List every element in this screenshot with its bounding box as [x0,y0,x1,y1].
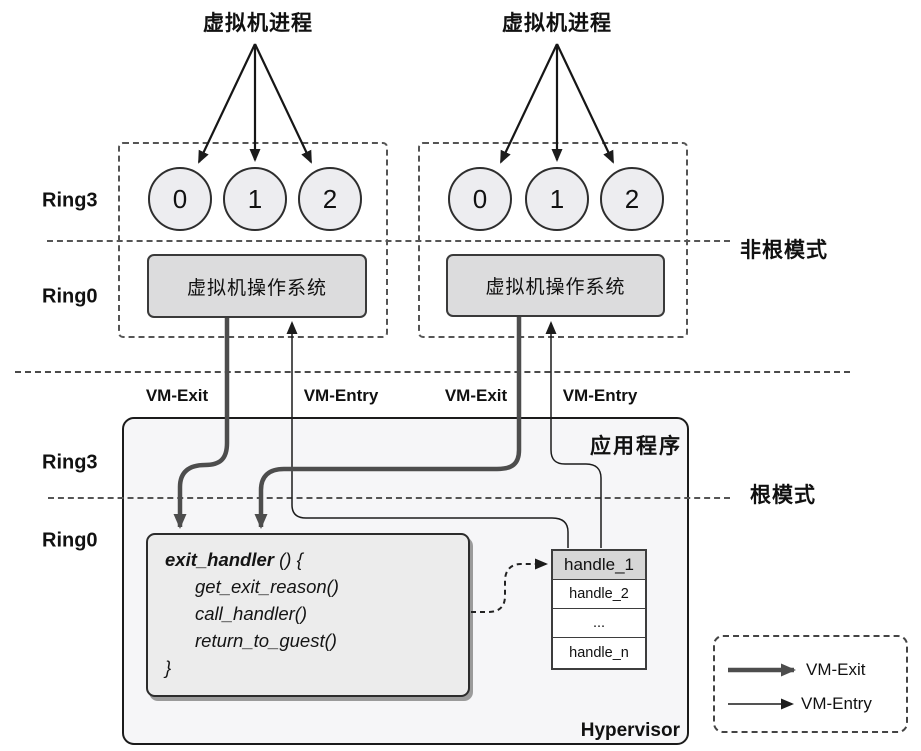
ring3-label-top: Ring3 [42,189,98,212]
mode-boundary-separator [15,371,850,373]
code-line: call_handler() [195,603,308,624]
root-ring-separator [48,497,730,499]
code-line: get_exit_reason() [195,576,339,597]
process-circle: 1 [223,167,287,231]
legend-vm-entry-label: VM-Entry [801,694,872,713]
process-circle: 2 [298,167,362,231]
code-line: return_to_guest() [195,630,337,651]
process-circle-label: 1 [549,183,565,214]
process-circle: 0 [448,167,512,231]
process-circle: 2 [600,167,664,231]
guest-os-label: 虚拟机操作系统 [186,277,327,299]
handle-table: handle_1 handle_2 ... handle_n [551,549,647,670]
legend-box [713,635,908,733]
non-root-ring-separator [47,240,730,242]
guest-os-label: 虚拟机操作系统 [485,277,626,298]
guest-os-box-right: 虚拟机操作系统 [446,254,665,317]
process-circle-label: 2 [624,183,640,214]
process-circle: 0 [148,167,212,231]
ring3-label-bottom: Ring3 [42,451,98,474]
code-closing-brace: } [165,657,172,678]
process-circle: 1 [525,167,589,231]
root-mode-label: 根模式 [750,484,816,507]
vm-process-label-right: 虚拟机进程 [502,12,612,35]
vm-entry-label-left: VM-Entry [303,386,379,405]
process-circle-label: 1 [247,183,263,214]
ring0-label-bottom: Ring0 [42,529,98,552]
hypervisor-label: Hypervisor [580,720,680,741]
exit-handler-code: exit_handler () { get_exit_reason() call… [165,546,339,681]
process-circle-label: 0 [172,183,188,214]
ring0-label-top: Ring0 [42,285,98,308]
exit-handler-box: exit_handler () { get_exit_reason() call… [146,533,470,697]
process-circle-label: 0 [472,183,488,214]
process-circle-label: 2 [322,183,338,214]
handle-table-row: handle_1 [553,551,645,579]
vm-process-label-left: 虚拟机进程 [203,12,313,35]
vm-entry-label-right: VM-Entry [562,386,638,405]
code-function-name: exit_handler [165,549,274,570]
code-signature-line: exit_handler () { [165,546,339,573]
vm-exit-label-right: VM-Exit [444,386,508,405]
vm-exit-label-left: VM-Exit [145,386,209,405]
handle-table-row: handle_2 [553,579,645,608]
legend-vm-exit-label: VM-Exit [806,660,866,679]
application-label: 应用程序 [590,435,682,458]
handle-table-row: handle_n [553,637,645,668]
handle-table-row: ... [553,608,645,637]
code-signature-rest: () { [274,549,303,570]
non-root-mode-label: 非根模式 [740,239,828,262]
guest-os-box-left: 虚拟机操作系统 [147,254,367,318]
